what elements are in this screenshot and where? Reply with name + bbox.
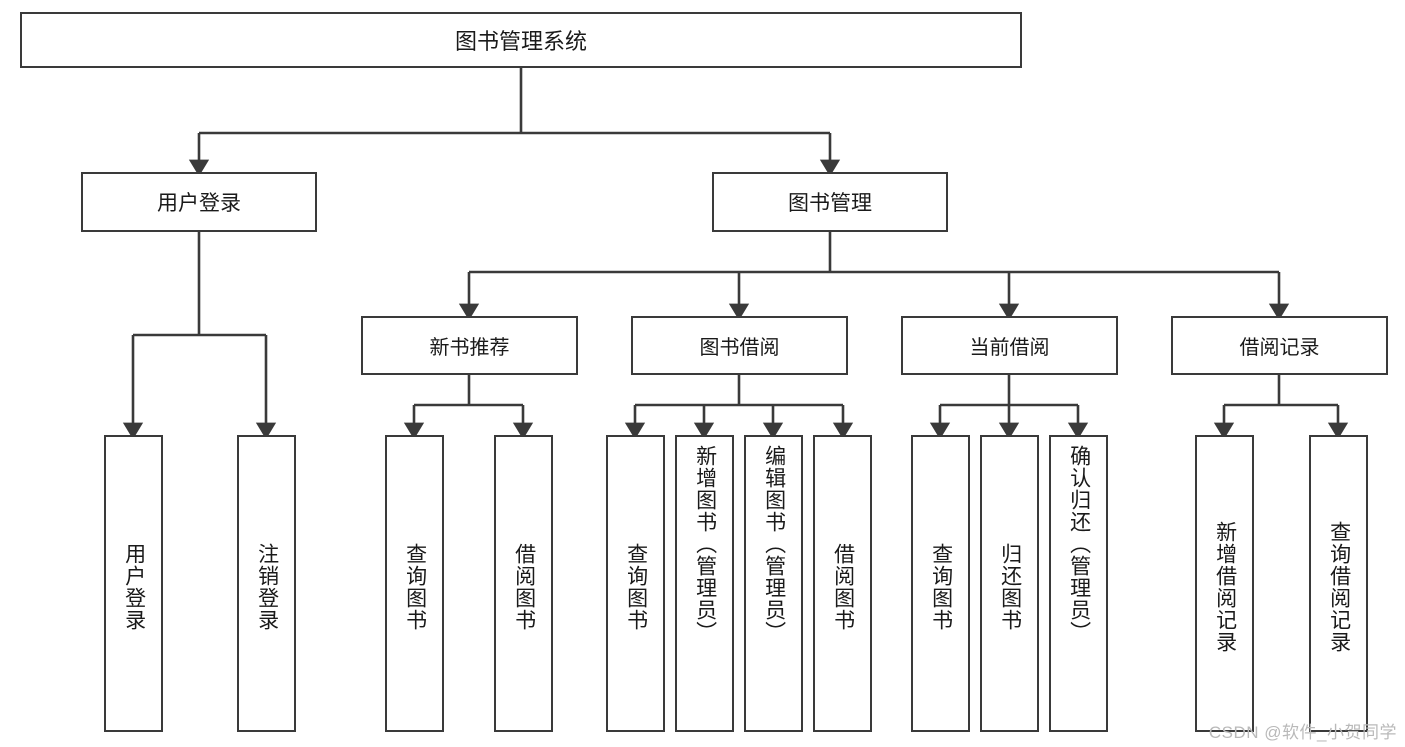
leaf-edit-book-admin-inner: 编辑图书（管理员） <box>746 443 801 732</box>
leaf-query-book-borrow-inner: 查询图书 <box>608 443 663 730</box>
node-new-book-recommend[interactable]: 新书推荐 <box>361 316 578 375</box>
node-root-label: 图书管理系统 <box>454 29 587 54</box>
leaf-user-login[interactable]: 用户登录 <box>104 435 163 732</box>
node-user-login-label: 用户登录 <box>157 192 241 215</box>
leaf-borrow-book-recommend-inner: 借阅图书 <box>496 443 551 730</box>
leaf-logout-inner: 注销登录 <box>239 443 294 730</box>
leaf-query-book-borrow[interactable]: 查询图书 <box>606 435 665 732</box>
node-new-book-recommend-label: 新书推荐 <box>429 337 510 359</box>
leaf-logout[interactable]: 注销登录 <box>237 435 296 732</box>
leaf-return-book-inner: 归还图书 <box>982 443 1037 730</box>
leaf-add-book-admin-inner: 新增图书（管理员） <box>677 443 732 732</box>
node-book-borrow-label: 图书借阅 <box>699 337 780 359</box>
leaf-query-book-current[interactable]: 查询图书 <box>911 435 970 732</box>
leaf-add-borrow-record[interactable]: 新增借阅记录 <box>1195 435 1254 732</box>
node-book-management-label: 图书管理 <box>788 192 872 215</box>
leaf-return-book-label: 归还图书 <box>998 542 1022 631</box>
leaf-edit-book-admin-label: 编辑图书（管理员） <box>762 445 786 643</box>
node-user-login[interactable]: 用户登录 <box>81 172 317 232</box>
leaf-edit-book-admin[interactable]: 编辑图书（管理员） <box>744 435 803 732</box>
leaf-query-book-recommend-inner: 查询图书 <box>387 443 442 730</box>
leaf-add-book-admin-label: 新增图书（管理员） <box>693 445 717 643</box>
node-book-management[interactable]: 图书管理 <box>712 172 948 232</box>
leaf-query-book-current-label: 查询图书 <box>929 542 953 631</box>
leaf-add-book-admin[interactable]: 新增图书（管理员） <box>675 435 734 732</box>
leaf-query-book-recommend-label: 查询图书 <box>403 542 427 631</box>
leaf-query-book-recommend[interactable]: 查询图书 <box>385 435 444 732</box>
leaf-borrow-book-recommend[interactable]: 借阅图书 <box>494 435 553 732</box>
leaf-add-borrow-record-inner: 新增借阅记录 <box>1197 443 1252 730</box>
leaf-confirm-return-admin-inner: 确认归还（管理员） <box>1051 443 1106 732</box>
leaf-borrow-book-recommend-label: 借阅图书 <box>512 542 536 631</box>
leaf-query-borrow-record[interactable]: 查询借阅记录 <box>1309 435 1368 732</box>
csdn-watermark: CSDN @软件_小贺同学 <box>1208 723 1397 742</box>
leaf-add-borrow-record-label: 新增借阅记录 <box>1213 520 1237 653</box>
leaf-user-login-label: 用户登录 <box>122 542 146 631</box>
leaf-user-login-inner: 用户登录 <box>106 443 161 730</box>
node-borrow-record[interactable]: 借阅记录 <box>1171 316 1388 375</box>
node-root-library-system[interactable]: 图书管理系统 <box>20 12 1022 68</box>
leaf-return-book[interactable]: 归还图书 <box>980 435 1039 732</box>
leaf-query-borrow-record-label: 查询借阅记录 <box>1327 520 1351 653</box>
leaf-confirm-return-admin[interactable]: 确认归还（管理员） <box>1049 435 1108 732</box>
leaf-query-book-current-inner: 查询图书 <box>913 443 968 730</box>
leaf-logout-label: 注销登录 <box>255 542 279 631</box>
node-borrow-record-label: 借阅记录 <box>1239 337 1320 359</box>
leaf-query-book-borrow-label: 查询图书 <box>624 542 648 631</box>
node-current-borrow[interactable]: 当前借阅 <box>901 316 1118 375</box>
leaf-query-borrow-record-inner: 查询借阅记录 <box>1311 443 1366 730</box>
leaf-borrow-book-label: 借阅图书 <box>831 542 855 631</box>
node-book-borrow[interactable]: 图书借阅 <box>631 316 848 375</box>
leaf-confirm-return-admin-label: 确认归还（管理员） <box>1067 445 1091 643</box>
leaf-borrow-book[interactable]: 借阅图书 <box>813 435 872 732</box>
leaf-borrow-book-inner: 借阅图书 <box>815 443 870 730</box>
node-current-borrow-label: 当前借阅 <box>969 337 1050 359</box>
